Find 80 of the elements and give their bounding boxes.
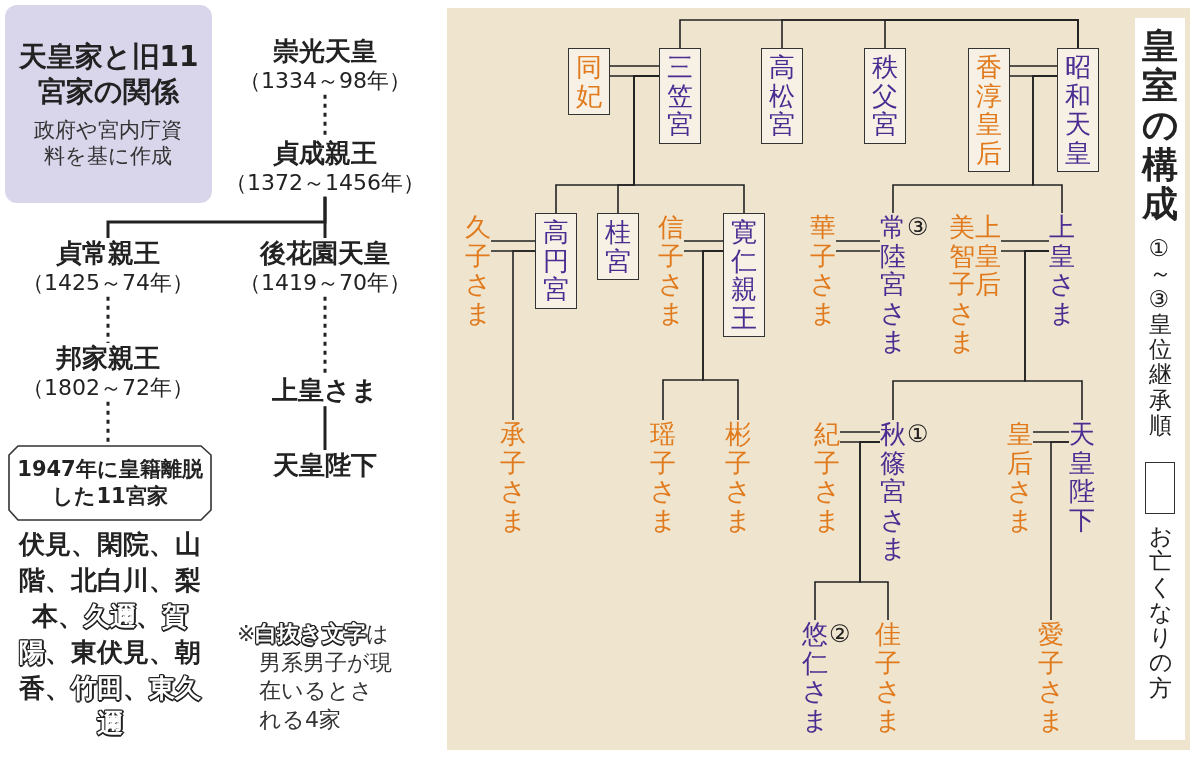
succession-number: ① [907,422,929,446]
life-years: （1334～98年） [239,67,411,95]
person-name: 愛子さま [1038,620,1064,735]
person-name: 崇光天皇 [272,36,378,68]
life-years: （1372～1456年） [225,169,425,197]
person-name: 上皇さま [272,375,378,407]
person-name: 天皇陛下 [273,450,377,482]
person-name: 後花園天皇 [258,238,391,270]
person-name: 信子さま [658,213,684,328]
person-name: 上皇さま [1049,213,1075,328]
person-name: 貞成親王 [272,138,378,170]
house-group-box [8,445,212,521]
succession-number: ③ [907,215,929,239]
marriage-line [835,240,881,252]
connector [1024,250,1083,421]
dotted-connector [323,94,327,138]
marriage-line [1000,240,1050,252]
dotted-connector [106,296,110,343]
person-name: 秋篠宮さま [880,420,906,563]
connector [323,196,327,238]
person-name: 皇后さま [1007,420,1033,535]
life-years: （1419～70年） [239,269,411,297]
connector [323,406,327,450]
succession-number: ② [829,622,851,646]
person-name: 香淳皇后 [976,53,1002,168]
person-name: 紀子さま [814,420,840,535]
caption: 政府や宮内庁資料を基に作成 [33,116,184,170]
panel-title: 皇室の構成 [1142,26,1178,224]
name-frame [568,48,610,116]
person-name: 佳子さま [875,620,901,735]
name-frame [864,48,906,144]
person-name: 華子さま [810,213,836,328]
person-name: 常陸宮さま [880,213,906,356]
marriage-line [490,240,536,252]
connector [512,250,536,421]
name-frame [659,48,701,144]
person-name: 彬子さま [725,420,751,535]
person-name: 桂宮 [605,218,631,276]
person-name: 天皇陛下 [1069,420,1095,535]
person-name: 寛仁親王 [731,218,757,333]
marriage-line [1032,431,1070,443]
name-frame [968,48,1010,173]
person-name: 秩父宮 [872,53,898,139]
house-list: 伏見、閑院、山階、北白川、梨本、久邇、賀陽、東伏見、朝香、竹田、東久邇 [18,527,203,743]
person-name: 昭和天皇 [1065,53,1091,168]
marriage-line [609,65,660,77]
connector [1032,75,1063,214]
life-years: （1425～74年） [22,269,194,297]
footnote: ※白抜き文字は男系男子が現在いるとされる4家 [237,620,393,734]
person-name: 承子さま [500,420,526,535]
connector [702,250,739,421]
marriage-line [839,431,881,443]
dotted-connector [106,401,110,445]
name-frame [535,213,577,309]
connector [633,75,745,214]
person-name: 邦家親王 [55,343,161,375]
person-name: 上皇后美智子さま [949,213,1001,356]
connector [1050,441,1070,621]
marriage-line [683,240,724,252]
person-name: 同妃 [576,53,602,111]
person-name: 三笠宮 [667,53,693,139]
person-name: 貞常親王 [55,238,161,270]
house-note: 1947年に皇籍離脱した11宮家 [17,455,203,510]
title: 天皇家と旧11宮家の関係 [17,38,200,109]
person-name: 久子さま [465,213,491,328]
name-frame [1057,48,1099,173]
person-name: 高松宮 [769,53,795,139]
name-frame [761,48,803,144]
person-name: 悠仁さま [802,620,828,735]
marriage-line [1009,65,1058,77]
person-name: 高円宮 [543,218,569,304]
dotted-connector [323,296,327,375]
connector [884,19,1079,49]
name-frame [723,213,765,338]
legend-text: お亡くなりの方 [1148,524,1172,702]
name-frame [597,213,639,281]
connector [859,441,889,621]
life-years: （1802～72年） [22,374,194,402]
person-name: 瑶子さま [650,420,676,535]
succession-note: ①～③皇位継承順 [1148,236,1172,439]
